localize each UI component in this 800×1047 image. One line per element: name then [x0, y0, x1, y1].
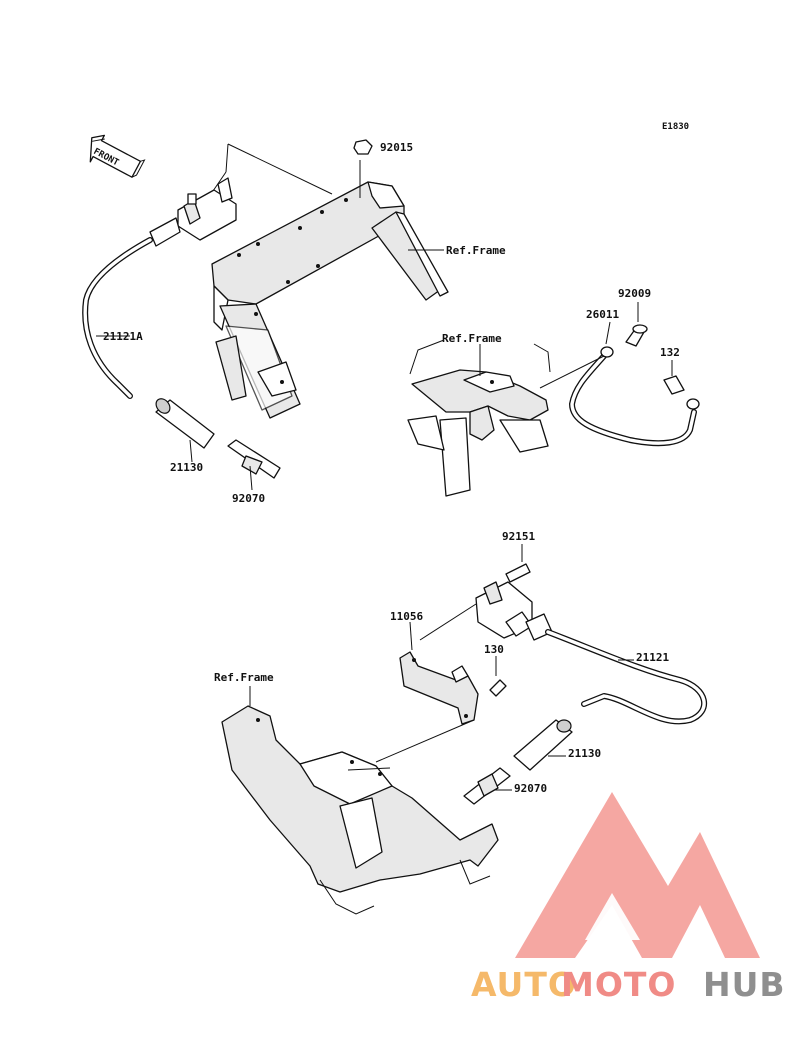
- bolt-92151-icon: [505, 563, 531, 583]
- spark-plug-upper-icon: [227, 439, 281, 479]
- ref-frame-label-2: Ref.Frame: [442, 332, 502, 345]
- part-130-label: 130: [484, 643, 504, 656]
- ref-frame-label-3: Ref.Frame: [214, 671, 274, 684]
- frame-bracket-right: [407, 339, 551, 497]
- part-92009-label: 92009: [618, 287, 651, 300]
- watermark-triangle-icon: [515, 792, 760, 958]
- part-132-label: 132: [660, 346, 680, 359]
- part-92015-label: 92015: [380, 141, 413, 154]
- nut-icon: [353, 139, 373, 155]
- part-11056-label: 11056: [390, 610, 423, 623]
- part-92151-label: 92151: [502, 530, 535, 543]
- watermark-hub: HUB: [703, 965, 786, 1004]
- cable-21121a: [82, 237, 153, 399]
- diagram-code: E1830: [662, 122, 689, 132]
- plug-cap-upper: [155, 398, 215, 449]
- ref-frame-label-1: Ref.Frame: [446, 244, 506, 257]
- front-arrow-icon: [89, 134, 146, 178]
- frame-lower: [221, 705, 499, 915]
- part-21121-label: 21121: [636, 651, 669, 664]
- ground-wire: [569, 346, 700, 447]
- bolt-130-icon: [489, 679, 507, 697]
- part-26011-label: 26011: [586, 308, 619, 321]
- bolt-132-icon: [663, 375, 685, 395]
- ignition-coil-upper: [149, 177, 237, 247]
- watermark-moto: MOTO: [561, 965, 676, 1004]
- part-92070-lower-label: 92070: [514, 782, 547, 795]
- part-21130-lower-label: 21130: [568, 747, 601, 760]
- part-92070-upper-label: 92070: [232, 492, 265, 505]
- part-21130-upper-label: 21130: [170, 461, 203, 474]
- bracket-11056: [399, 651, 479, 725]
- plug-cap-lower: [513, 719, 573, 771]
- spark-plug-lower-icon: [463, 767, 511, 805]
- watermark-logo: [515, 792, 760, 958]
- ignition-coil-lower: [475, 581, 553, 641]
- watermark-auto: AUTO: [471, 965, 577, 1004]
- frame-bracket-upper: [211, 181, 449, 419]
- cable-21121: [545, 629, 708, 725]
- part-21121a-label: 21121A: [103, 330, 143, 343]
